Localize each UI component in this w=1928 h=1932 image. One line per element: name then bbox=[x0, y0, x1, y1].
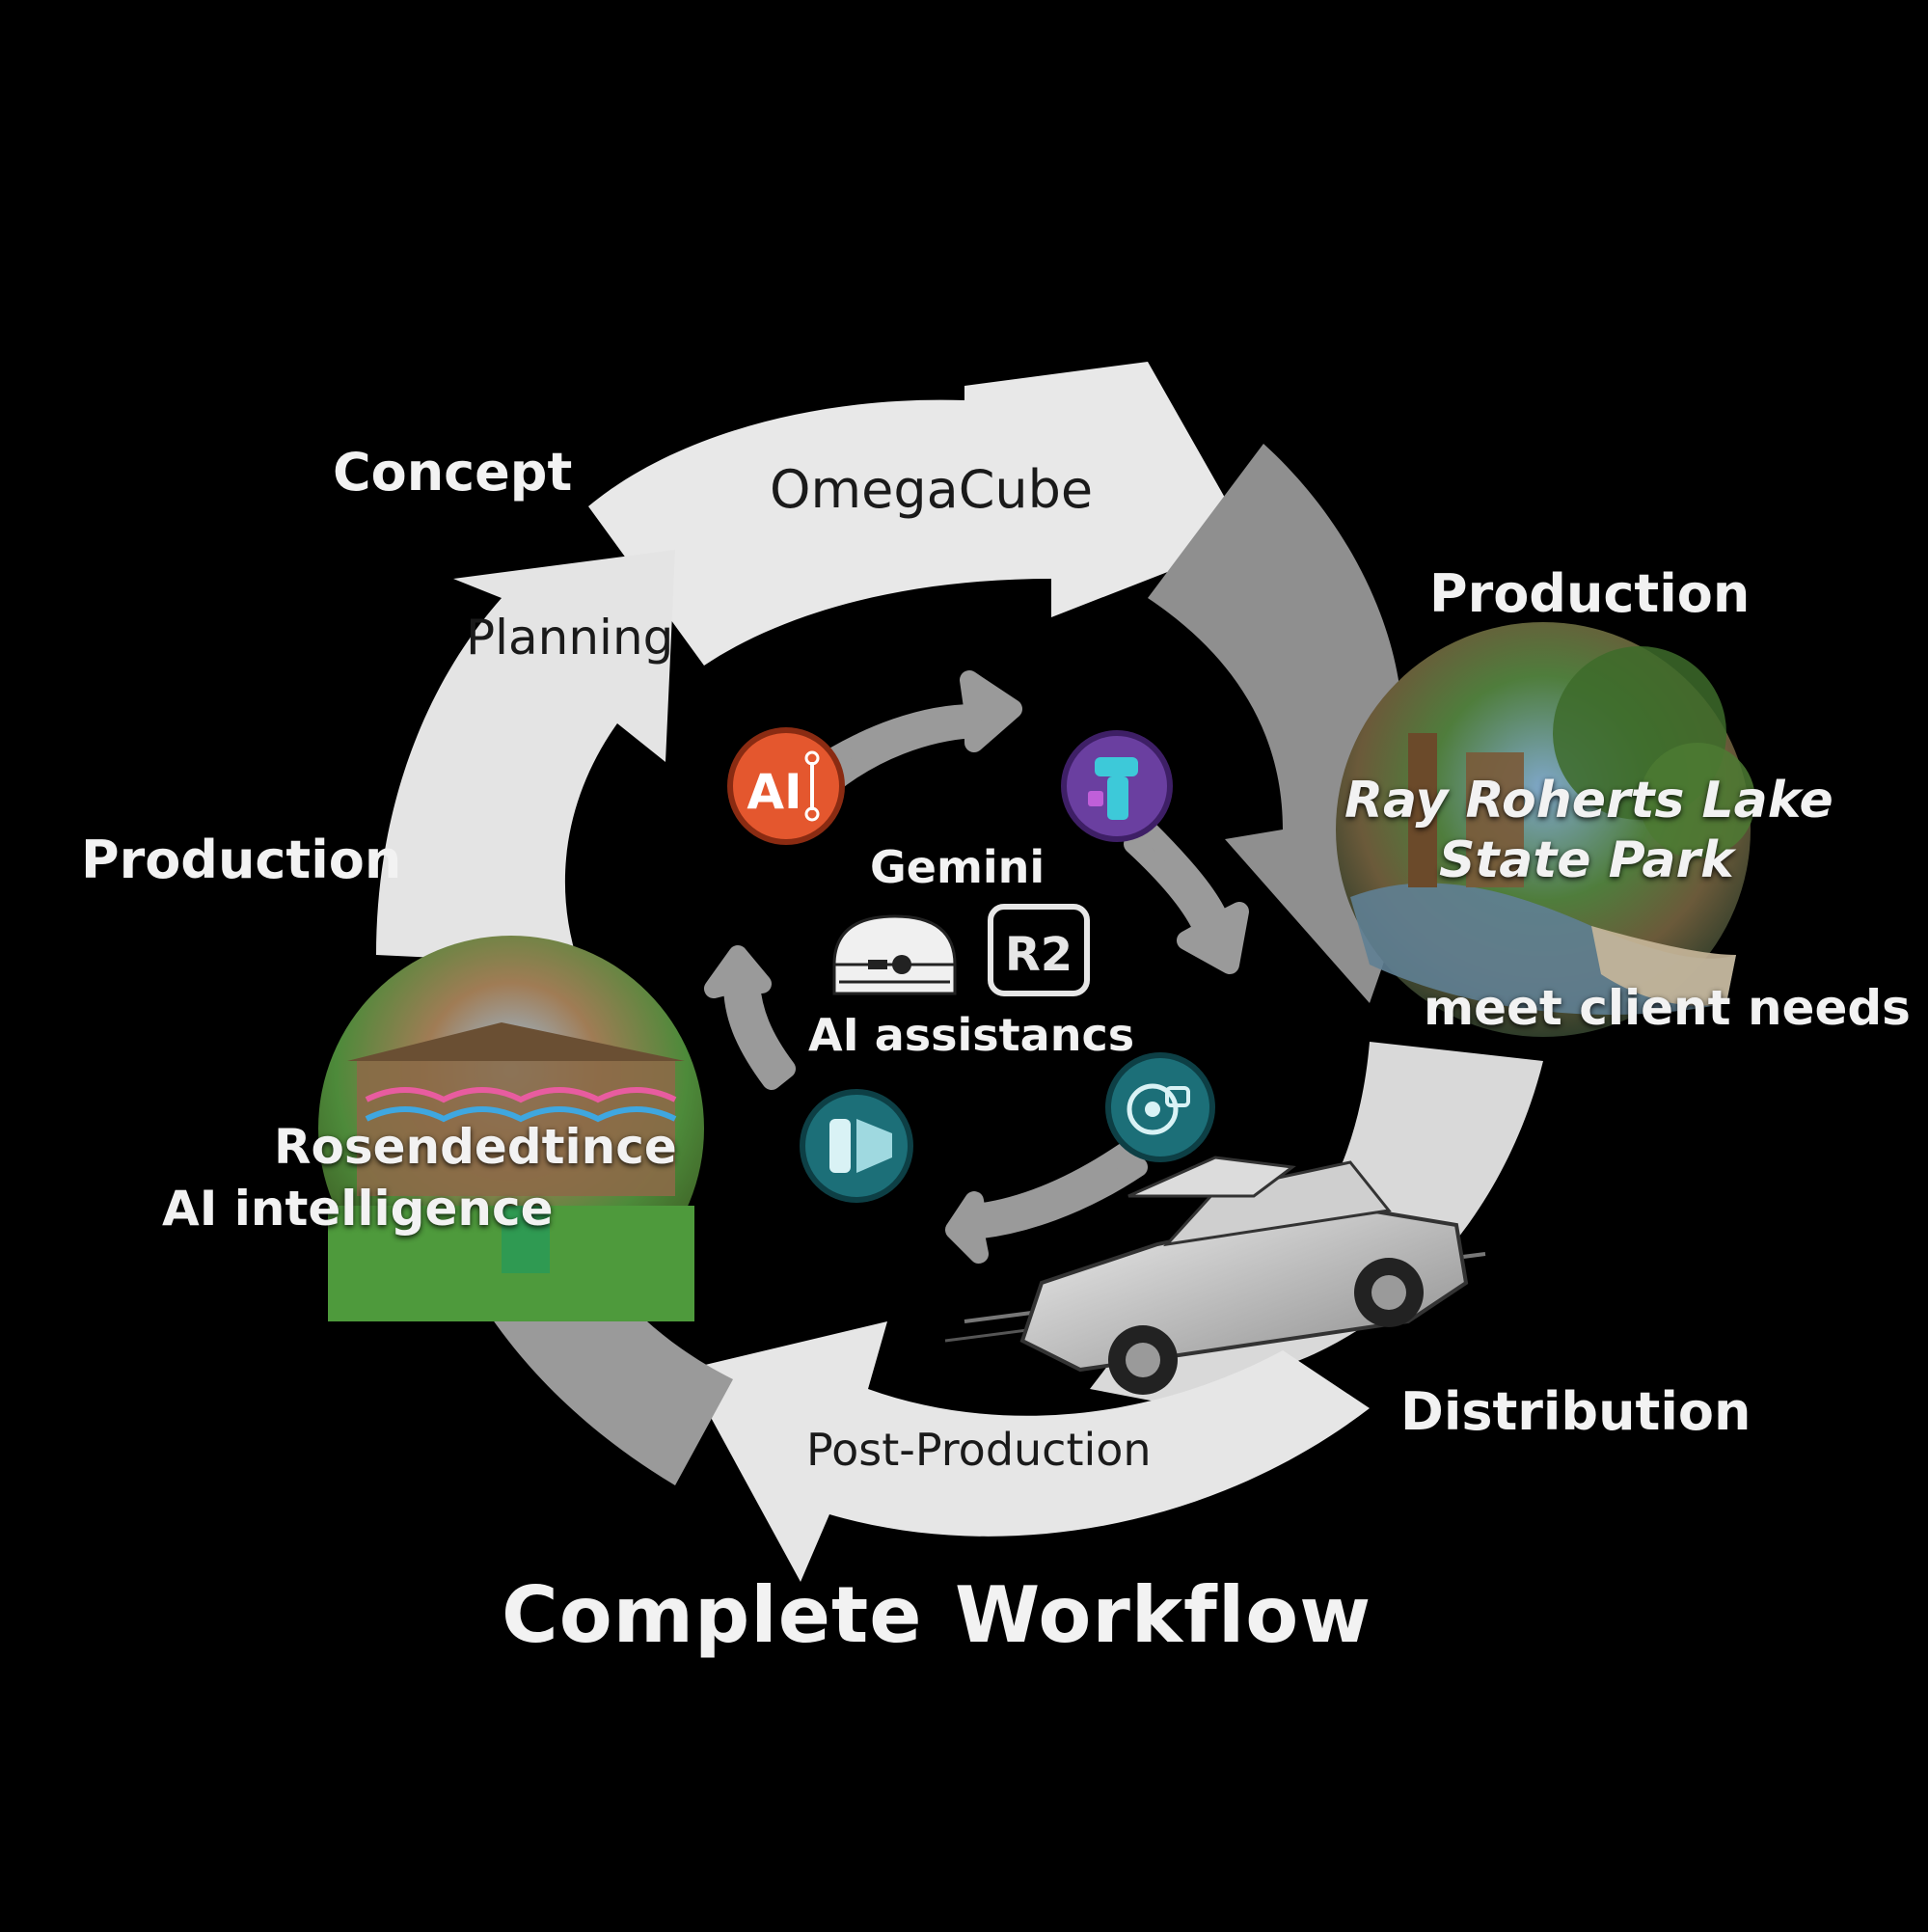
cube-badge-icon bbox=[1061, 730, 1173, 842]
car-illustration bbox=[944, 1156, 1486, 1395]
inner-arrow-bottom bbox=[945, 1143, 1148, 1264]
r2-badge-icon: R2 bbox=[988, 904, 1090, 996]
rosen-line1: Rosendedtince bbox=[274, 1119, 677, 1175]
ai-assistance-label: AI assistancs bbox=[808, 1009, 1135, 1061]
inner-arrow-left bbox=[704, 945, 796, 1090]
planning-label: Planning bbox=[466, 610, 674, 666]
outer-arrow-top bbox=[588, 362, 1249, 666]
ai-badge-icon: AI bbox=[727, 727, 845, 845]
concept-label: Concept bbox=[333, 442, 573, 503]
robot-dome-icon bbox=[832, 914, 957, 995]
park-name-line1: Ray Roherts Lake bbox=[1344, 772, 1833, 830]
gemini-label: Gemini bbox=[870, 841, 1045, 893]
production-left-label: Production bbox=[81, 830, 402, 890]
layers-badge-icon bbox=[800, 1089, 913, 1203]
outer-arrow-bottom bbox=[685, 1321, 1370, 1582]
rosen-line2: AI intelligence bbox=[162, 1181, 554, 1237]
omegacube-label: OmegaCube bbox=[770, 459, 1094, 520]
target-badge-icon bbox=[1105, 1052, 1215, 1162]
inner-arrow-right bbox=[1124, 820, 1249, 974]
footer-workflow: Workflow bbox=[955, 1570, 1372, 1660]
production-top-label: Production bbox=[1429, 563, 1751, 624]
park-photo bbox=[1336, 622, 1755, 1037]
outer-arrow-left-upper bbox=[376, 550, 675, 965]
client-needs-label: meet client needs bbox=[1424, 980, 1911, 1036]
ai-badge-text: AI bbox=[747, 764, 801, 820]
house-photo bbox=[318, 936, 704, 1321]
footer-complete: Complete bbox=[502, 1570, 923, 1660]
park-name-line2: State Park bbox=[1439, 831, 1734, 889]
distribution-label: Distribution bbox=[1400, 1381, 1751, 1442]
r2-badge-text: R2 bbox=[1005, 928, 1073, 982]
inner-arrow-top bbox=[801, 670, 1022, 796]
post-production-label: Post-Production bbox=[806, 1424, 1152, 1476]
